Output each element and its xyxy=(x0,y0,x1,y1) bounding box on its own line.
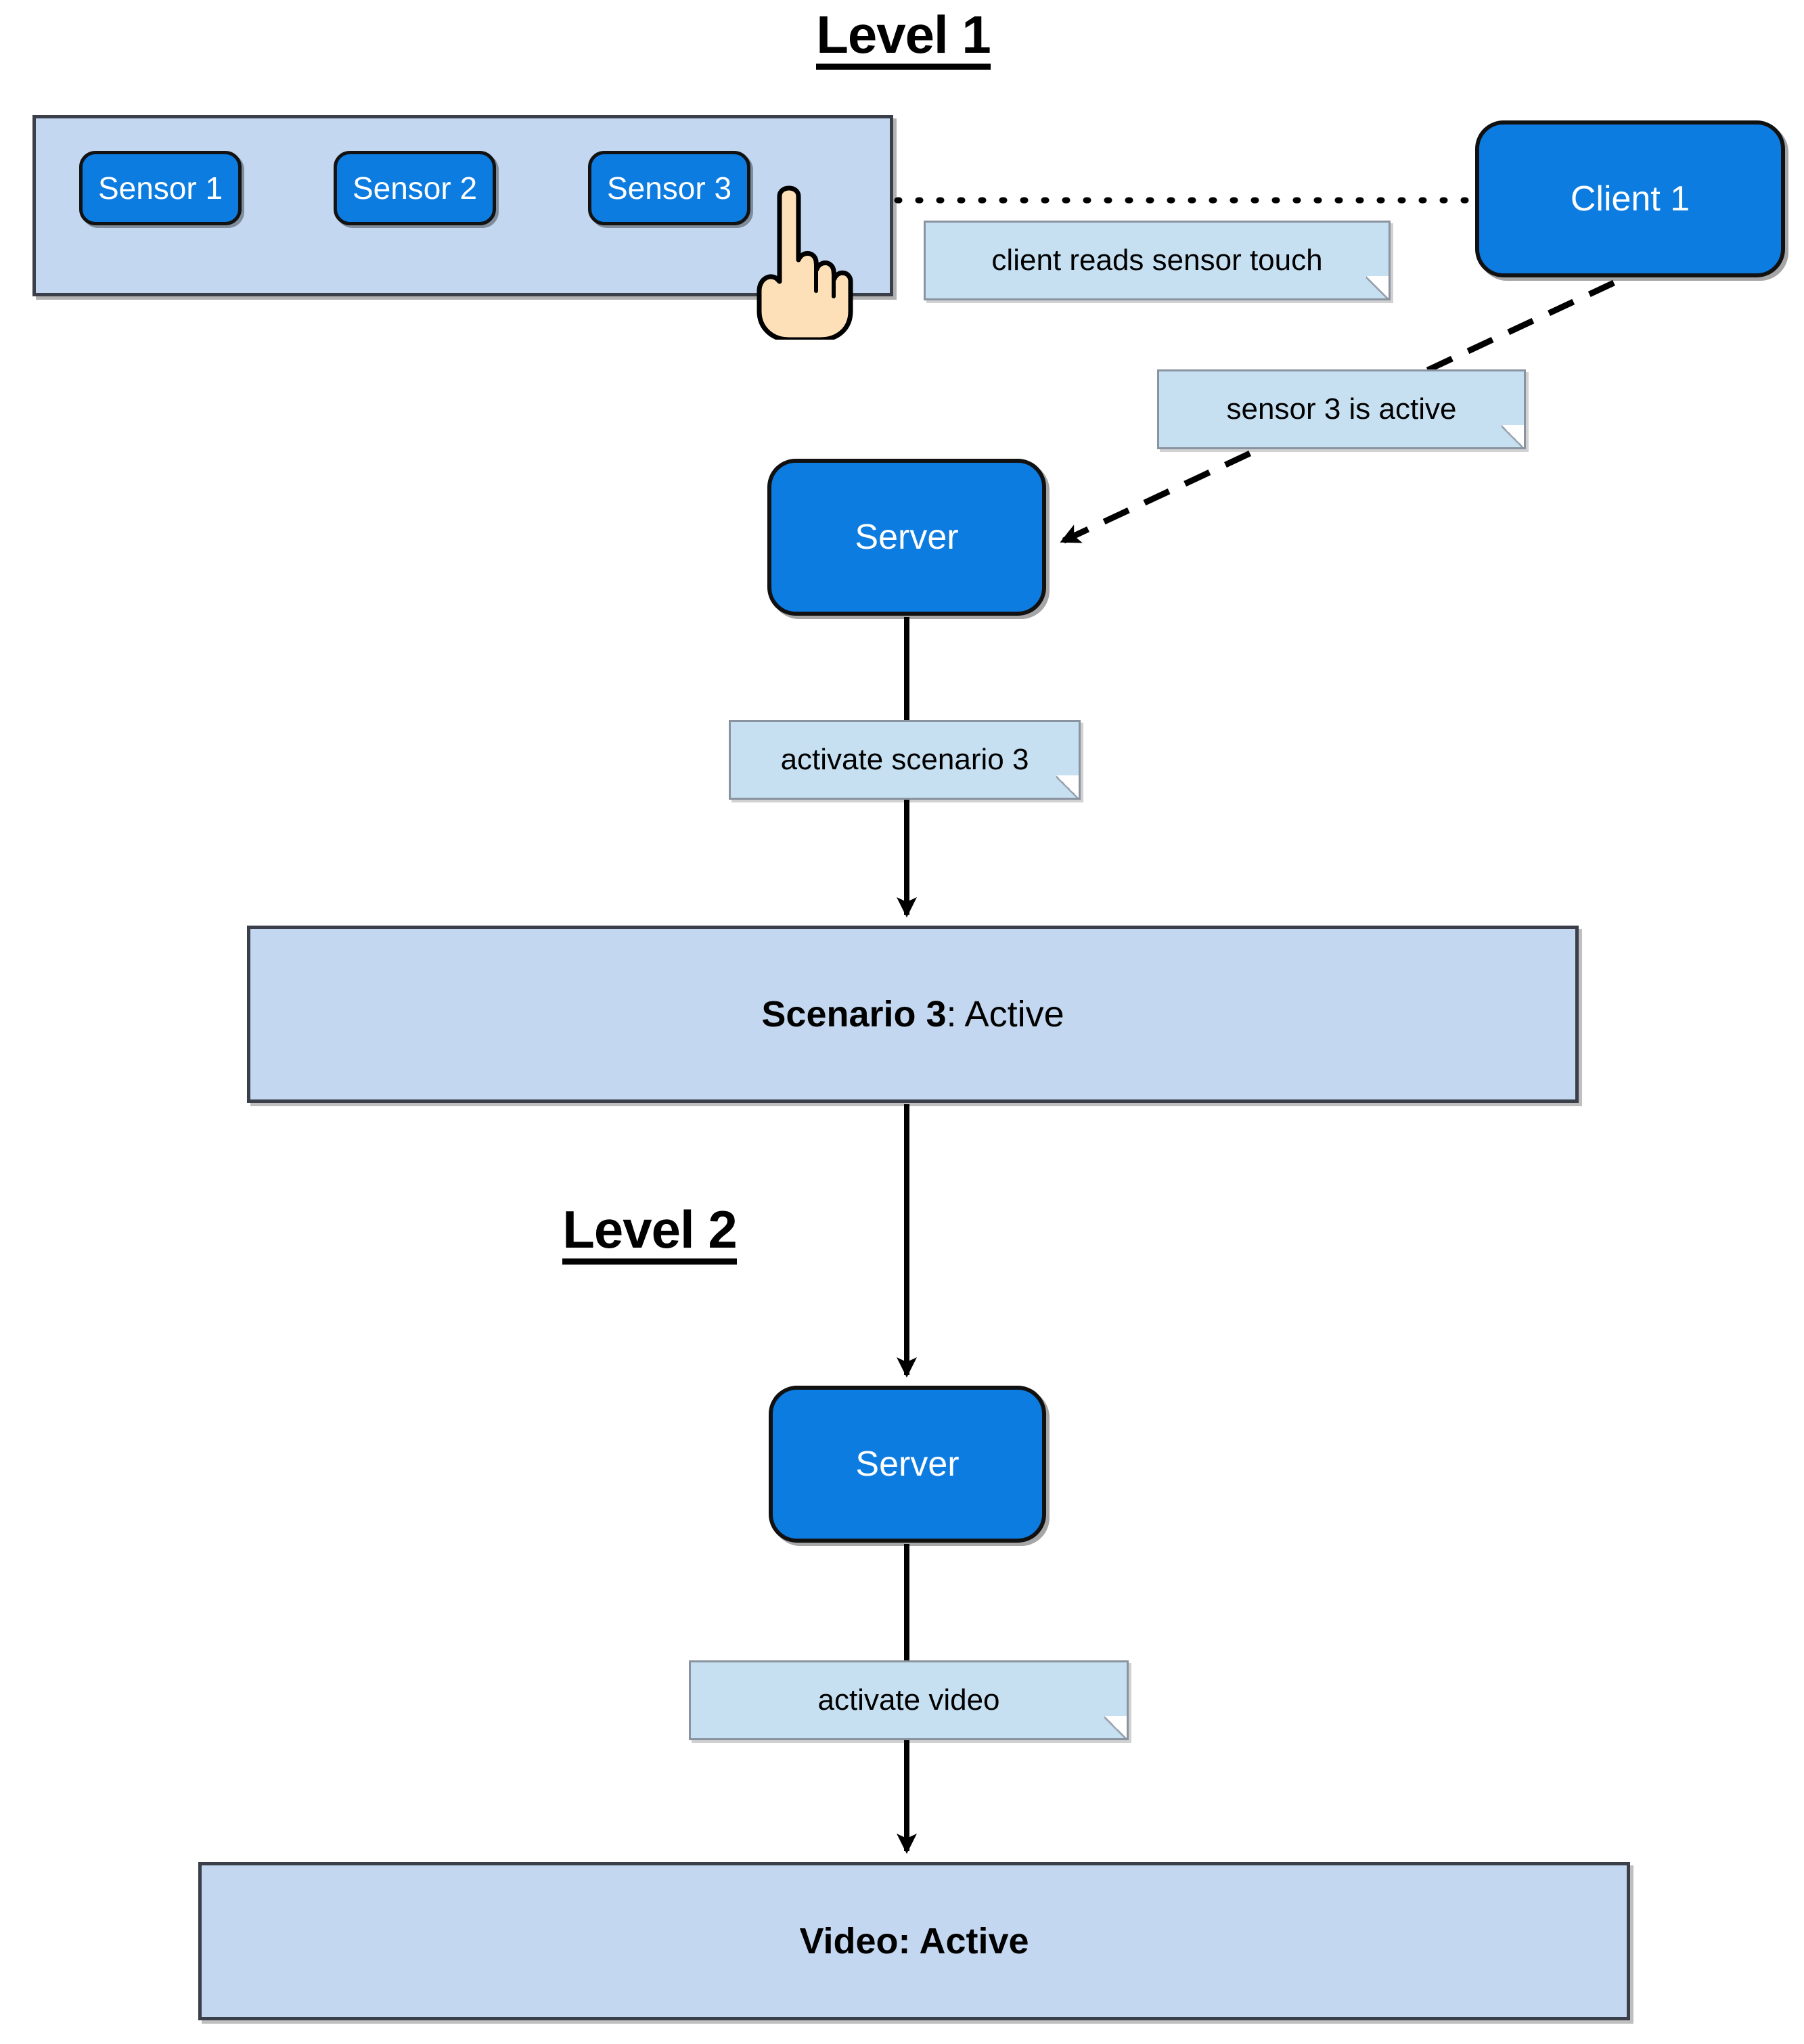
sensor-2-label: Sensor 2 xyxy=(352,171,478,206)
note-client-reads-sensor-touch: client reads sensor touch xyxy=(924,221,1391,300)
sensor-panel: Sensor 1 Sensor 2 Sensor 3 xyxy=(32,115,893,296)
note-fold-corner-icon xyxy=(1056,775,1081,800)
note-activate-video: activate video xyxy=(689,1660,1129,1740)
level-2-label: Level 2 xyxy=(562,1203,738,1265)
level-1-label: Level 1 xyxy=(816,8,991,70)
server-1-label: Server xyxy=(855,518,959,557)
note-activate-scenario-label: activate scenario 3 xyxy=(780,743,1029,776)
note-fold-corner-icon xyxy=(1104,1716,1129,1740)
note-sensor-active-label: sensor 3 is active xyxy=(1226,392,1457,426)
edge-client-to-server xyxy=(1060,279,1615,545)
sensor-box-2[interactable]: Sensor 2 xyxy=(334,151,496,225)
status-bar-video: Video: Active xyxy=(198,1862,1630,2020)
sensor-3-label: Sensor 3 xyxy=(606,171,732,206)
level-2-heading: Level 2 xyxy=(379,1199,920,1265)
note-fold-corner-icon xyxy=(1366,276,1391,300)
scenario-bar-state: : Active xyxy=(946,994,1064,1035)
server-2-label: Server xyxy=(855,1445,960,1484)
note-client-reads-label: client reads sensor touch xyxy=(991,244,1323,277)
sensor-box-3[interactable]: Sensor 3 xyxy=(588,151,750,225)
sensor-1-label: Sensor 1 xyxy=(97,171,223,206)
sensor-box-1[interactable]: Sensor 1 xyxy=(79,151,242,225)
note-activate-scenario-3: activate scenario 3 xyxy=(729,720,1081,800)
note-sensor-3-is-active: sensor 3 is active xyxy=(1157,369,1526,449)
video-bar-label: Video: Active xyxy=(799,1921,1029,1961)
scenario-bar-title: Scenario 3 xyxy=(761,994,947,1035)
status-bar-scenario-3: Scenario 3: Active xyxy=(247,926,1579,1103)
node-server-2[interactable]: Server xyxy=(769,1386,1046,1543)
note-activate-video-label: activate video xyxy=(817,1683,1000,1717)
note-fold-corner-icon xyxy=(1502,425,1526,449)
client-1-label: Client 1 xyxy=(1570,179,1690,219)
node-server-1[interactable]: Server xyxy=(767,459,1046,616)
level-1-heading: Level 1 xyxy=(633,4,1174,70)
node-client-1[interactable]: Client 1 xyxy=(1475,120,1785,277)
